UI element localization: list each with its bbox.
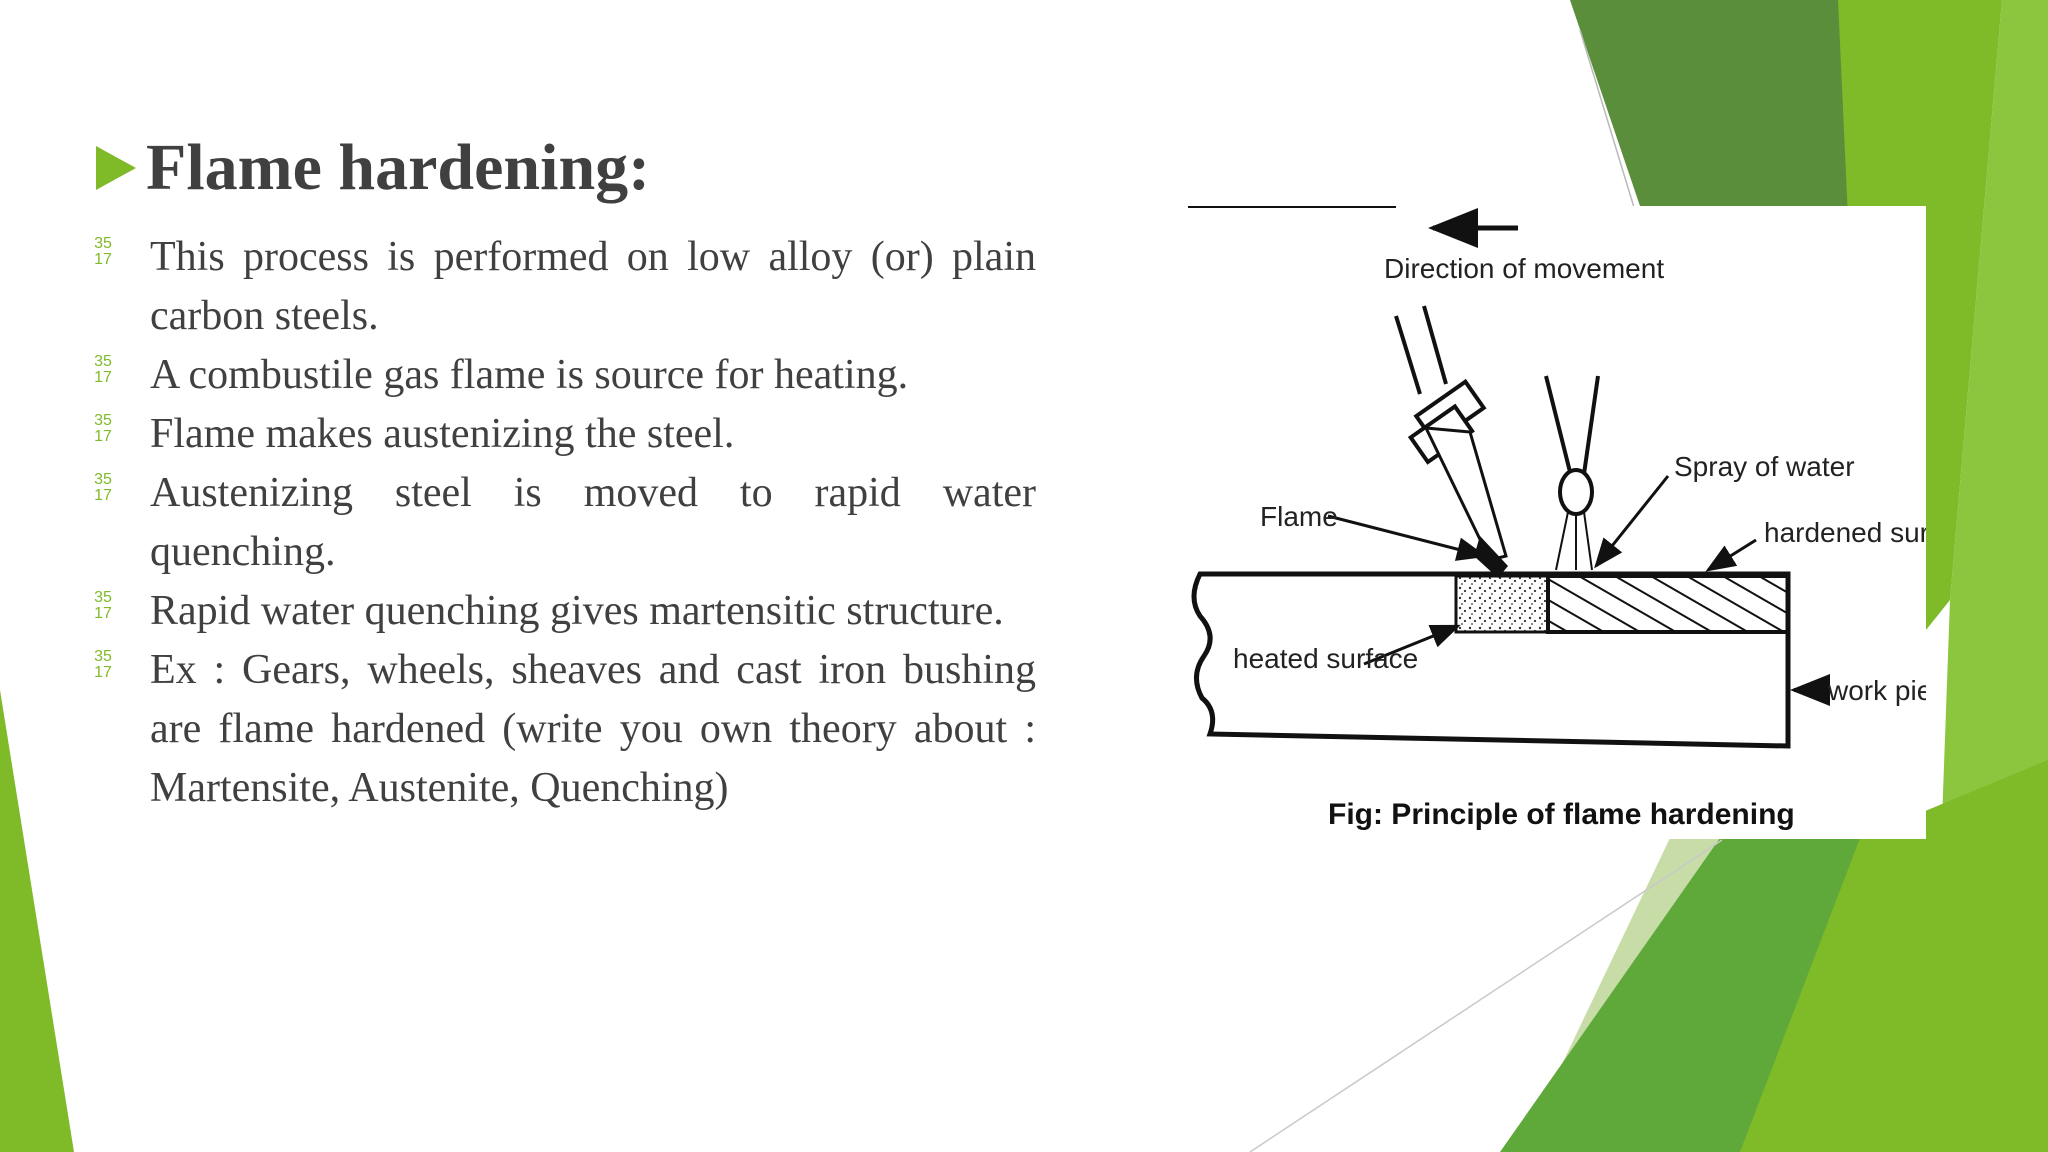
spray-label: Spray of water [1674,451,1855,482]
heated-zone [1454,574,1550,634]
bullet-text: Rapid water quenching gives martensitic … [150,588,1004,634]
slide-title-row: Flame hardening: [96,128,650,208]
left-green-strip [0,690,74,1152]
bullet-text: Ex : Gears, wheels, sheaves and cast iro… [150,647,1036,811]
flame-leader [1327,514,1487,561]
bullet-marker-bottom: 17 [94,605,112,622]
flame-label: Flame [1260,501,1338,532]
bullet-marker-bottom: 17 [94,251,112,268]
bottom-dark-green-wedge [1500,838,1880,1152]
spray-leader [1594,475,1670,569]
figure-caption: Fig: Principle of flame hardening [1328,798,1795,831]
water-nozzle-icon [1544,375,1600,571]
bullet-marker-bottom: 17 [94,369,112,386]
bullet-marker-top: 35 [94,589,112,606]
bullet-marker-top: 35 [94,412,112,429]
heated-leader [1363,624,1461,666]
hardened-label: hardened surface [1764,517,1926,548]
bottom-right-green-wedge [1740,760,2048,1152]
bullet-text: This process is performed on low alloy (… [150,234,1036,339]
bullet-marker-top: 35 [94,648,112,665]
flame-hardening-diagram: Direction of movement [1188,206,1926,831]
workpiece-label: work piece [1827,675,1926,706]
hardened-zone [1546,574,1790,634]
thin-guide-line [1249,839,1723,1152]
bullet-marker-top: 35 [94,353,112,370]
direction-label: Direction of movement [1384,253,1664,284]
bullet-text: A combustile gas flame is source for hea… [150,352,909,398]
bullet-marker-bottom: 17 [94,487,112,504]
bullet-marker-top: 35 [94,471,112,488]
bullet-text: Austenizing steel is moved to rapid wate… [150,470,1036,575]
flame-torch-icon [1188,206,1508,578]
bullet-text: Flame makes austenizing the steel. [150,411,735,457]
bullet-marker-bottom: 17 [94,428,112,445]
title-bullet-arrow-icon [96,146,136,190]
slide-title: Flame hardening: [146,131,651,204]
bullet-marker-bottom: 17 [94,664,112,681]
hardened-leader [1705,538,1757,572]
bullet-marker-top: 35 [94,235,112,252]
heated-label: heated surface [1233,643,1418,674]
flame-hardening-figure: Direction of movement [1188,206,1926,839]
